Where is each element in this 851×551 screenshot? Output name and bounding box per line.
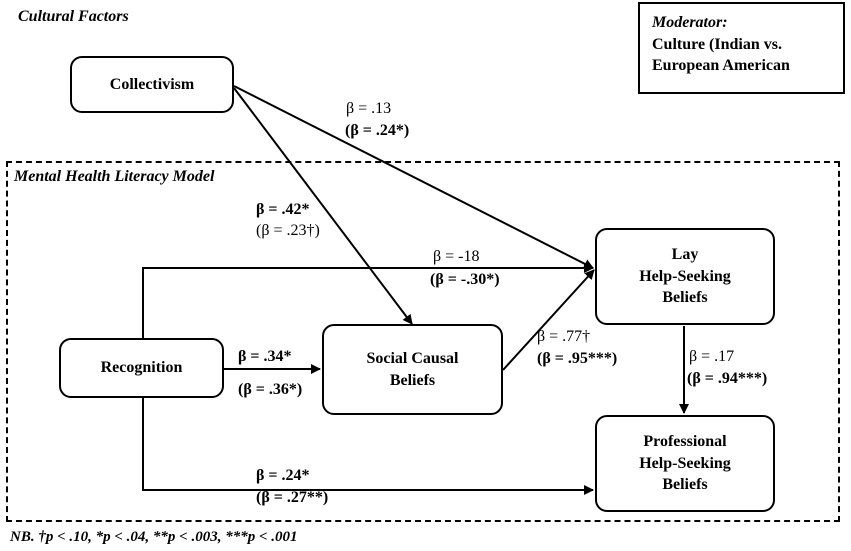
coef-recognition-lay-indian: β = -18 [433, 248, 480, 265]
node-social-causal-line-2: Beliefs [389, 371, 436, 389]
coef-recognition-professional-euro: (β = .27**) [256, 489, 329, 506]
moderator-box: Moderator: Culture (Indian vs. European … [638, 2, 845, 94]
node-social-causal-line-1: Social Causal [366, 349, 459, 367]
arrow-recognition-lay [142, 263, 594, 338]
mhl-model-title: Mental Health Literacy Model [14, 168, 215, 186]
coef-recognition-professional-indian: β = .24* [256, 467, 310, 484]
mental-health-literacy-frame [6, 161, 840, 522]
coef-recognition-social-euro: (β = .36*) [238, 381, 303, 398]
node-professional-help-seeking: Professional Help-Seeking Beliefs [595, 415, 775, 512]
node-collectivism: Collectivism [70, 56, 234, 113]
arrow-collectivism-lay [233, 85, 594, 269]
moderator-title: Moderator: [652, 14, 728, 31]
coef-collectivism-social-euro: (β = .23†) [256, 222, 320, 239]
node-lay-line-3: Beliefs [662, 289, 708, 307]
node-lay-line-2: Help-Seeking [639, 267, 731, 285]
coef-recognition-social-indian: β = .34* [238, 348, 292, 365]
coef-collectivism-lay-indian: β = .13 [346, 100, 392, 117]
node-lay-line-1: Lay [671, 246, 699, 264]
coef-recognition-lay-euro: (β = -.30*) [430, 271, 500, 288]
moderator-line-2: European American [652, 57, 790, 75]
node-professional-line-3: Beliefs [662, 476, 708, 494]
node-professional-line-1: Professional [643, 433, 727, 451]
coef-collectivism-social-indian: β = .42* [256, 201, 310, 218]
coef-social-lay-euro: (β = .95***) [537, 350, 618, 367]
arrow-recognition-professional [142, 398, 594, 495]
significance-note: NB. †p < .10, *p < .04, **p < .003, ***p… [10, 529, 298, 545]
arrow-collectivism-social [233, 87, 413, 325]
arrow-social-lay [502, 269, 595, 371]
node-recognition: Recognition [59, 338, 224, 398]
coef-lay-professional-euro: (β = .94***) [687, 370, 768, 387]
coef-lay-professional-indian: β = .17 [689, 348, 735, 365]
moderator-line-1: Culture (Indian vs. [652, 35, 782, 53]
node-collectivism-label: Collectivism [109, 75, 195, 93]
coef-collectivism-lay-euro: (β = .24*) [345, 122, 410, 139]
cultural-factors-title: Cultural Factors [18, 8, 129, 25]
coef-social-lay-indian: β = .77† [537, 328, 591, 345]
node-lay-help-seeking: Lay Help-Seeking Beliefs [595, 228, 775, 325]
node-professional-line-2: Help-Seeking [639, 454, 731, 472]
node-social-causal-beliefs: Social Causal Beliefs [322, 324, 503, 415]
node-recognition-label: Recognition [100, 359, 183, 377]
